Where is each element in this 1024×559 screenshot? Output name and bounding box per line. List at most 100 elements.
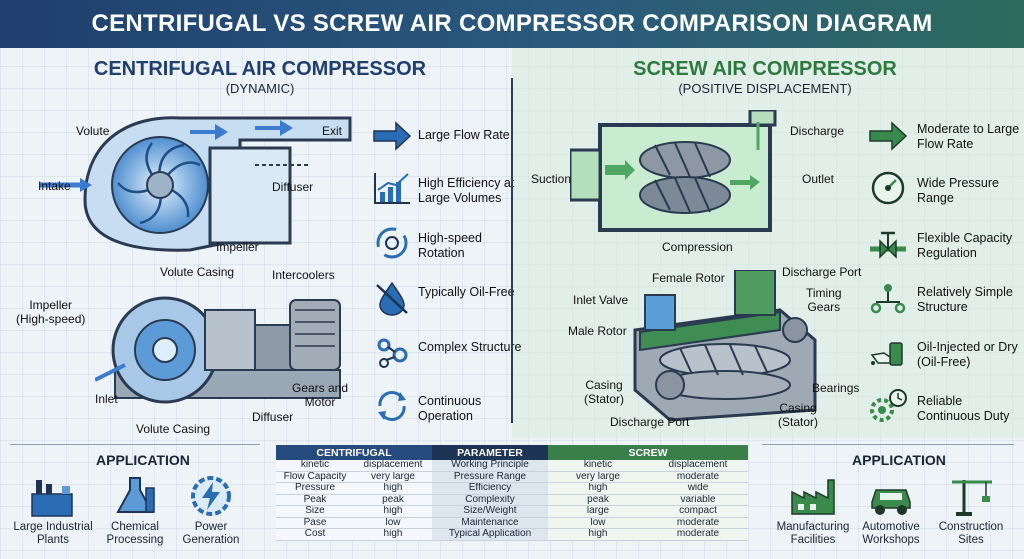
table-cell: high <box>354 505 432 518</box>
table-cell: Complexity <box>432 494 548 506</box>
table-cell: peak <box>354 494 432 506</box>
feature-moderate-flow: Moderate to Large Flow Rate <box>917 122 1020 151</box>
table-cell: variable <box>648 494 748 506</box>
industrial-plant-icon <box>28 474 78 518</box>
table-cell: moderate <box>648 517 748 529</box>
table-cell: Pressure <box>276 482 354 495</box>
arrow-right-green-icon <box>868 118 908 154</box>
table-cell: Working Principle <box>432 460 548 472</box>
label-exit: Exit <box>322 124 343 138</box>
power-bolt-icon <box>186 474 236 518</box>
growth-chart-icon <box>372 170 412 206</box>
label-inlet-valve: Inlet Valve <box>573 293 629 307</box>
centrifugal-assembly-diagram <box>95 296 341 404</box>
screw-assembly-diagram <box>633 270 817 422</box>
application-right-title: APPLICATION <box>852 452 946 468</box>
table-cell: Maintenance <box>432 517 548 529</box>
table-cell: moderate <box>648 471 748 483</box>
table-cell: compact <box>648 505 748 518</box>
table-cell: displacement <box>354 460 432 472</box>
label-discharge-port-bottom: Discharge Port <box>610 415 690 429</box>
feature-high-efficiency: High Efficiency at Large Volumes <box>418 176 515 205</box>
feature-oil-injected: Oil-Injected or Dry (Oil-Free) <box>917 340 1018 369</box>
label-casing-right: Casing (Stator) <box>778 401 819 429</box>
label-male-rotor: Male Rotor <box>568 324 627 338</box>
app-automotive-workshops: Automotive Workshops <box>862 521 920 546</box>
gears-network-icon <box>372 335 412 371</box>
feature-reliable-duty: Reliable Continuous Duty <box>917 394 1010 423</box>
screw-subtitle: (POSITIVE DISPLACEMENT) <box>678 81 852 96</box>
label-intercoolers: Intercoolers <box>272 268 335 282</box>
label-volute-casing-top: Volute Casing <box>160 265 235 279</box>
table-cell: Typical Application <box>432 528 548 541</box>
cycle-arrows-icon <box>372 388 412 424</box>
table-cell: displacement <box>648 460 748 472</box>
feature-wide-pressure: Wide Pressure Range <box>917 176 999 205</box>
crane-icon <box>946 474 996 518</box>
table-cell: low <box>354 517 432 529</box>
centrifugal-subtitle: (DYNAMIC) <box>225 81 295 96</box>
header-parameter: PARAMETER <box>432 445 548 460</box>
header-centrifugal: CENTRIFUGAL <box>276 445 432 460</box>
table-cell: Flow Capacity <box>276 471 354 483</box>
table-cell: Pase <box>276 517 354 529</box>
label-discharge-port-top: Discharge Port <box>782 265 862 279</box>
table-cell: large <box>548 505 648 518</box>
label-intake: Intake <box>38 179 71 193</box>
valve-icon <box>868 225 908 261</box>
table-cell: peak <box>548 494 648 506</box>
feature-simple-structure: Relatively Simple Structure <box>917 285 1013 314</box>
header-screw: SCREW <box>548 445 748 460</box>
feature-continuous-operation: Continuous Operation <box>418 394 482 423</box>
label-gears-and-motor: Gears and Motor <box>292 381 349 409</box>
feature-flexible-capacity: Flexible Capacity Regulation <box>917 231 1013 260</box>
arrow-right-icon <box>372 118 412 154</box>
table-cell: high <box>548 528 648 541</box>
simple-structure-icon <box>868 280 908 316</box>
rotation-icon <box>372 225 412 261</box>
feature-oil-free: Typically Oil-Free <box>418 285 515 299</box>
section-divider <box>511 78 513 423</box>
app-manufacturing-facilities: Manufacturing Facilities <box>776 521 850 546</box>
table-cell: kinetic <box>276 460 354 472</box>
feature-complex-structure: Complex Structure <box>418 340 522 354</box>
table-cell: very large <box>354 471 432 483</box>
feature-high-speed-rotation: High-speed Rotation <box>418 231 482 260</box>
label-volute-casing-bottom: Volute Casing <box>136 422 211 436</box>
table-cell: Size <box>276 505 354 518</box>
screw-cutaway-diagram <box>570 110 777 232</box>
label-volute: Volute <box>76 124 110 138</box>
table-cell: wide <box>648 482 748 495</box>
label-bearings: Bearings <box>812 381 860 395</box>
car-icon <box>866 474 916 518</box>
table-cell: Size/Weight <box>432 505 548 518</box>
label-female-rotor: Female Rotor <box>652 271 725 285</box>
table-cell: Efficiency <box>432 482 548 495</box>
table-cell: high <box>354 528 432 541</box>
app-left-rule <box>10 444 260 445</box>
table-cell: high <box>548 482 648 495</box>
table-cell: high <box>354 482 432 495</box>
pressure-gauge-icon <box>868 170 908 206</box>
label-timing-gears: Timing Gears <box>806 286 842 314</box>
table-cell: low <box>548 517 648 529</box>
table-cell: kinetic <box>548 460 648 472</box>
app-power-generation: Power Generation <box>182 521 240 546</box>
chemical-flask-icon <box>112 474 162 518</box>
table-cell: moderate <box>648 528 748 541</box>
gear-clock-icon <box>868 388 908 424</box>
label-inlet: Inlet <box>95 392 118 406</box>
page-title: CENTRIFUGAL VS SCREW AIR COMPRESSOR COMP… <box>0 0 1024 48</box>
table-cell: very large <box>548 471 648 483</box>
app-chemical-processing: Chemical Processing <box>106 521 164 546</box>
label-impeller-high-speed: Impeller (High-speed) <box>16 298 86 326</box>
